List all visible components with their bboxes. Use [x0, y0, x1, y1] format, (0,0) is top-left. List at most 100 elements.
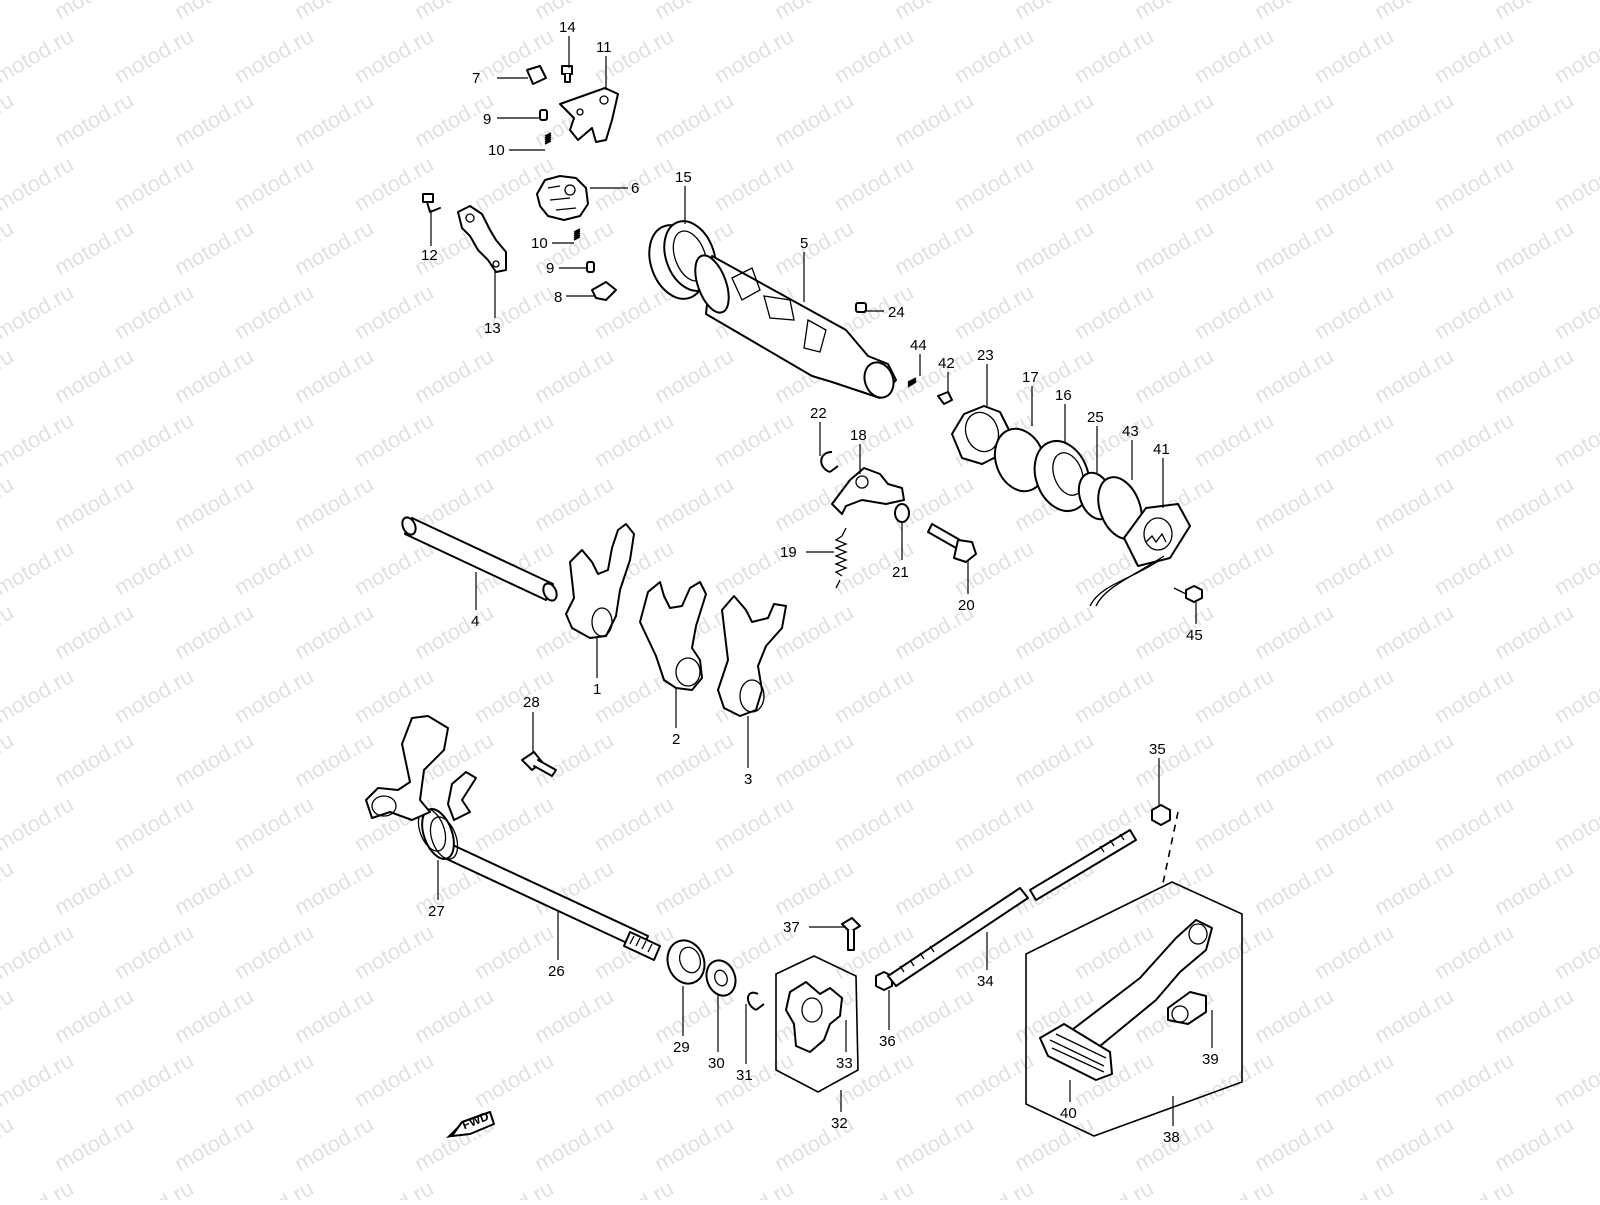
watermark-text: motod.ru [350, 1047, 438, 1112]
callout-20: 20 [958, 597, 975, 614]
watermark-text: motod.ru [1250, 343, 1338, 408]
watermark-text: motod.ru [470, 407, 558, 472]
watermark-text: motod.ru [1430, 919, 1518, 984]
watermark-text: motod.ru [350, 279, 438, 344]
watermark-text: motod.ru [230, 407, 318, 472]
callout-25: 25 [1087, 409, 1104, 426]
watermark-text: motod.ru [470, 1175, 558, 1200]
watermark-text: motod.ru [1250, 0, 1338, 24]
watermark-text: motod.ru [890, 855, 978, 920]
watermark-text: motod.ru [170, 599, 258, 664]
watermark-text: motod.ru [890, 0, 978, 24]
watermark-text: motod.ru [170, 87, 258, 152]
part-26-shift-arm [365, 715, 477, 821]
watermark-text: motod.ru [410, 343, 498, 408]
part-32-box [775, 955, 859, 1093]
part-9-pin-lower [586, 261, 595, 273]
watermark-text: motod.ru [170, 1111, 258, 1176]
watermark-text: motod.ru [50, 471, 138, 536]
watermark-text: motod.ru [230, 23, 318, 88]
watermark-text: motod.ru [1010, 215, 1098, 280]
watermark-text: motod.ru [50, 215, 138, 280]
watermark-text: motod.ru [290, 727, 378, 792]
part-22-circlip [820, 451, 839, 473]
callout-31: 31 [736, 1067, 753, 1084]
watermark-text: motod.ru [350, 1175, 438, 1200]
callout-2: 2 [672, 731, 680, 748]
callout-44: 44 [910, 337, 927, 354]
watermark-text: motod.ru [650, 727, 738, 792]
watermark-text: motod.ru [1430, 279, 1518, 344]
part-2-shift-fork [639, 581, 707, 691]
callout-labels: 7 14 11 9 10 6 12 13 10 9 8 15 5 24 44 4… [421, 19, 1219, 1146]
callout-38: 38 [1163, 1129, 1180, 1146]
watermark-text: motod.ru [0, 727, 18, 792]
watermark-text: motod.ru [1250, 599, 1338, 664]
watermark-text: motod.ru [1130, 855, 1218, 920]
watermark-text: motod.ru [1310, 919, 1398, 984]
callout-35: 35 [1149, 741, 1166, 758]
part-20-bolt [927, 523, 977, 563]
part-14-screw [561, 65, 573, 83]
watermark-text: motod.ru [1490, 87, 1578, 152]
callout-39: 39 [1202, 1051, 1219, 1068]
watermark-text: motod.ru [110, 407, 198, 472]
watermark-text: motod.ru [0, 279, 78, 344]
watermark-text: motod.ru [1430, 1175, 1518, 1200]
watermark-text: motod.ru [0, 343, 18, 408]
watermark-text: motod.ru [1550, 791, 1600, 856]
watermark-text: motod.ru [410, 599, 498, 664]
watermark-text: motod.ru [0, 1111, 18, 1176]
watermark-text: motod.ru [950, 23, 1038, 88]
watermark-text: motod.ru [1310, 151, 1398, 216]
watermark-text: motod.ru [1430, 151, 1518, 216]
watermark-text: motod.ru [1550, 151, 1600, 216]
part-19-spring [834, 527, 848, 589]
watermark-text: motod.ru [1310, 1175, 1398, 1200]
watermark-text: motod.ru [110, 663, 198, 728]
watermark-text: motod.ru [1370, 1111, 1458, 1176]
watermark-text: motod.ru [590, 1175, 678, 1200]
watermark-text: motod.ru [1490, 855, 1578, 920]
callout-11: 11 [596, 39, 612, 56]
callout-13: 13 [484, 320, 501, 337]
watermark-text: motod.ru [0, 535, 78, 600]
part-29-oil-seal [666, 939, 706, 985]
part-30-washer [705, 959, 737, 997]
part-44-spring [907, 377, 917, 388]
watermark-text: motod.ru [710, 151, 798, 216]
callout-27: 27 [428, 903, 445, 920]
watermark-text: motod.ru [170, 0, 258, 24]
callout-29: 29 [673, 1039, 690, 1056]
watermark-text: motod.ru [0, 0, 18, 24]
part-31-circlip [747, 991, 765, 1011]
watermark-text: motod.ru [1070, 663, 1158, 728]
part-4-fork-shaft [401, 516, 558, 602]
watermark-text: motod.ru [710, 407, 798, 472]
watermark-text: motod.ru [1250, 87, 1338, 152]
watermark-text: motod.ru [650, 343, 738, 408]
watermark-text: motod.ru [1010, 727, 1098, 792]
part-11-stopper-plate [559, 87, 619, 143]
watermark-text: motod.ru [50, 1111, 138, 1176]
watermark-text: motod.ru [1190, 23, 1278, 88]
watermark-text: motod.ru [290, 983, 378, 1048]
callout-3: 3 [744, 771, 752, 788]
watermark-text: motod.ru [710, 1175, 798, 1200]
watermark-text: motod.ru [110, 919, 198, 984]
callout-19: 19 [780, 544, 797, 561]
watermark-text: motod.ru [230, 791, 318, 856]
part-1-shift-fork [565, 523, 635, 639]
watermark-text: motod.ru [1370, 727, 1458, 792]
watermark-text: motod.ru [50, 87, 138, 152]
watermark-text: motod.ru [230, 279, 318, 344]
watermark-text: motod.ru [830, 407, 918, 472]
watermark-text: motod.ru [650, 87, 738, 152]
watermark-text: motod.ru [1550, 1047, 1600, 1112]
watermark-text: motod.ru [1070, 279, 1158, 344]
part-45-bolt [1173, 585, 1203, 603]
watermark-text: motod.ru [950, 791, 1038, 856]
watermark-text: motod.ru [950, 1175, 1038, 1200]
watermark-text: motod.ru [1430, 23, 1518, 88]
watermark-text: motod.ru [50, 0, 138, 24]
